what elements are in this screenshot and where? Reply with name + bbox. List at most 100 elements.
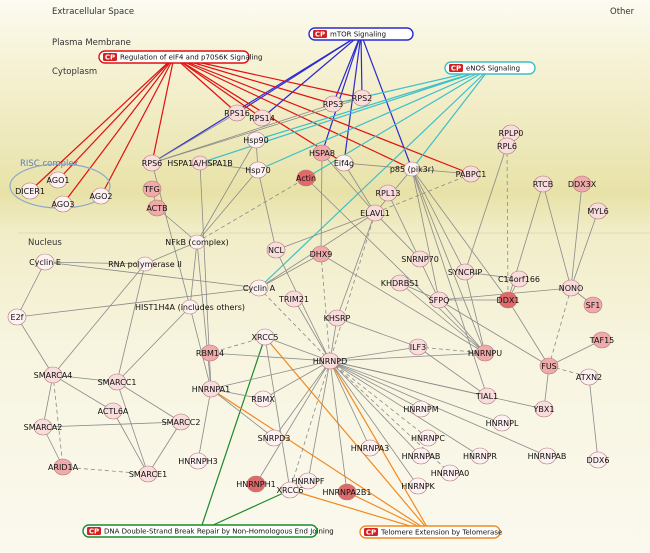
node-actin[interactable]: Actin: [296, 169, 316, 187]
node-myl6[interactable]: MYL6: [587, 202, 609, 220]
interaction-edge: [343, 162, 376, 214]
node-sf1[interactable]: SF1: [583, 296, 603, 314]
pathway-tag-bg: [449, 64, 463, 72]
pathway-box: [98, 50, 250, 64]
node-nono[interactable]: NONO: [559, 279, 584, 297]
node-hspa8[interactable]: HSPA8: [309, 144, 335, 162]
node-elavl1[interactable]: ELAVL1: [360, 204, 390, 222]
node-cyclina[interactable]: Cyclin A: [243, 279, 276, 297]
interaction-edge: [329, 360, 422, 457]
node-c14orf166[interactable]: C14orf166: [498, 270, 540, 288]
node-smarcc1[interactable]: SMARCC1: [98, 373, 137, 391]
node-sfpq[interactable]: SFPQ: [429, 291, 450, 309]
node-arid1a[interactable]: ARID1A: [48, 458, 79, 476]
node-hnrnpab[interactable]: HNRNPAB: [402, 447, 441, 465]
node-nfkb[interactable]: NFkB (complex): [165, 234, 229, 250]
node-e2f[interactable]: E2f: [7, 308, 27, 326]
node-hist1h4a[interactable]: HIST1H4A (includes others): [135, 299, 245, 315]
node-actb[interactable]: ACTB: [146, 199, 168, 217]
node-hspa1a[interactable]: HSPA1A/HSPA1B: [167, 155, 233, 171]
node-hnrnpa3[interactable]: HNRNPA3: [351, 439, 389, 457]
node-snrnp70[interactable]: SNRNP70: [401, 250, 439, 268]
node-rps14[interactable]: RPS14: [249, 109, 275, 127]
node-rps6[interactable]: RPS6: [142, 154, 163, 172]
node-rps2[interactable]: RPS2: [352, 89, 373, 107]
node-hnrnpa1[interactable]: HNRNPA1: [192, 380, 230, 398]
node-label: DDX3X: [568, 180, 597, 189]
node-ago1[interactable]: AGO1: [47, 171, 70, 189]
node-ddx1[interactable]: DDX1: [497, 291, 520, 309]
node-label: HSPA8: [309, 149, 335, 158]
node-smarce1[interactable]: SMARCE1: [129, 465, 167, 483]
node-hnrnpd[interactable]: HNRNPD: [313, 352, 348, 370]
node-dhx9[interactable]: DHX9: [310, 245, 333, 263]
node-rpl13[interactable]: RPL13: [375, 184, 401, 202]
pathway-edge-eif4: [173, 56, 334, 105]
node-hnrnpm[interactable]: HNRNPM: [403, 400, 439, 418]
node-rbm14[interactable]: RBM14: [196, 344, 224, 362]
interaction-edge: [255, 360, 331, 485]
node-hsp70[interactable]: Hsp70: [245, 161, 271, 179]
node-hnrnpc[interactable]: HNRNPC: [411, 429, 445, 447]
node-ago2[interactable]: AGO2: [90, 187, 113, 205]
node-shape: [561, 279, 581, 297]
node-hnrnpu[interactable]: HNRNPU: [468, 344, 502, 362]
node-pabpc1[interactable]: PABPC1: [456, 165, 487, 183]
interaction-edge: [387, 192, 440, 301]
node-ncl[interactable]: NCL: [266, 241, 286, 259]
node-hnrnpr[interactable]: HNRNPR: [463, 447, 497, 465]
node-cycline[interactable]: Cyclin E: [29, 253, 61, 271]
node-tial1[interactable]: TIAL1: [475, 387, 498, 405]
node-atxn2[interactable]: ATXN2: [576, 368, 602, 386]
node-xrcc5[interactable]: XRCC5: [252, 328, 279, 346]
node-tfg[interactable]: TFG: [142, 180, 162, 198]
node-trim21[interactable]: TRIM21: [278, 290, 309, 308]
node-ago3[interactable]: AGO3: [52, 195, 75, 213]
node-shape: [352, 89, 372, 107]
node-actl6a[interactable]: ACTL6A: [98, 402, 129, 420]
node-fus[interactable]: FUS: [539, 357, 559, 375]
node-smarca4[interactable]: SMARCA4: [34, 366, 73, 384]
node-eif4g[interactable]: Eif4g: [334, 154, 354, 172]
interaction-edge: [275, 249, 331, 362]
node-dicer1[interactable]: DICER1: [15, 182, 45, 200]
node-hnrnpf[interactable]: HNRNPF: [292, 472, 325, 490]
node-ilf3[interactable]: ILF3: [408, 338, 428, 356]
node-xrcc6[interactable]: XRCC6: [277, 481, 304, 499]
interaction-edge: [417, 346, 486, 355]
node-taf15[interactable]: TAF15: [589, 331, 615, 349]
node-khdrbs1[interactable]: KHDRBS1: [381, 274, 420, 292]
node-hnrnpl[interactable]: HNRNPL: [486, 414, 519, 432]
node-rps16[interactable]: RPS16: [224, 104, 250, 122]
node-hnrnph3[interactable]: HNRNPH3: [178, 452, 218, 470]
node-hnrnph1[interactable]: HNRNPH1: [236, 475, 276, 493]
node-rnapol[interactable]: RNA polymerase II: [108, 256, 182, 272]
node-rbmx[interactable]: RBMX: [251, 390, 275, 408]
node-smarca2[interactable]: SMARCA2: [24, 418, 63, 436]
node-khsrp[interactable]: KHSRP: [324, 309, 351, 327]
node-p85[interactable]: p85 (pik3r): [390, 161, 434, 177]
node-shape: [7, 308, 27, 326]
node-hnrnpa0[interactable]: HNRNPA0: [431, 464, 469, 482]
node-ddx6[interactable]: DDX6: [587, 451, 610, 469]
node-hnrnpdl[interactable]: HNRNPAB: [528, 447, 567, 465]
node-rps3[interactable]: RPS3: [323, 95, 344, 113]
node-shape: [43, 366, 63, 384]
node-smarcc2[interactable]: SMARCC2: [162, 413, 201, 431]
node-shape: [455, 263, 475, 281]
node-hsp90[interactable]: Hsp90: [243, 131, 269, 149]
node-ybx1[interactable]: YBX1: [533, 400, 555, 418]
node-label: Eif4g: [334, 159, 354, 168]
node-rpl6[interactable]: RPL6: [497, 137, 517, 155]
node-rtcb[interactable]: RTCB: [533, 175, 553, 193]
node-ddx3x[interactable]: DDX3X: [568, 175, 597, 193]
node-hnrnpa2b1[interactable]: HNRNPA2B1: [323, 483, 372, 501]
node-snrpd3[interactable]: SNRPD3: [258, 429, 291, 447]
node-hnrnpk[interactable]: HNRNPK: [401, 477, 436, 495]
node-syncrip[interactable]: SYNCRIP: [448, 263, 482, 281]
